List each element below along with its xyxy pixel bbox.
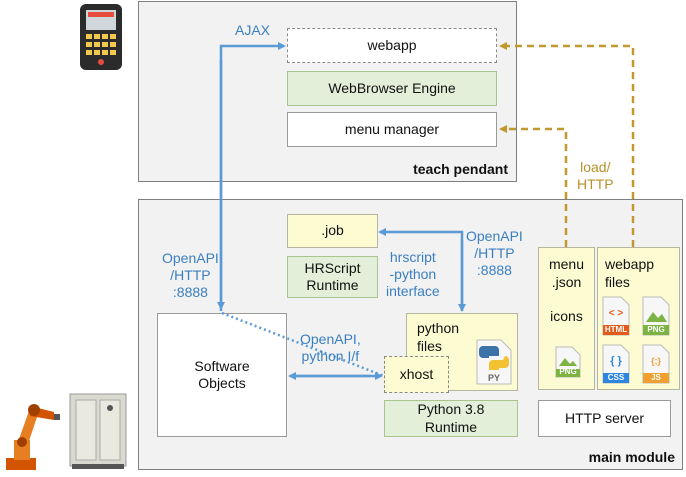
- icons-label: icons: [550, 308, 583, 324]
- load-http-label: load/ HTTP: [577, 159, 614, 193]
- png-label: PNG: [647, 325, 665, 334]
- js-file-icon: {;} JS: [642, 344, 670, 384]
- css-label: CSS: [607, 373, 625, 382]
- load-http-menu-arrow: [499, 125, 568, 247]
- teach-pendant-device-icon: [76, 2, 126, 74]
- png-file-icon: PNG: [642, 296, 670, 336]
- software-objects-box: Software Objects: [157, 313, 287, 437]
- teach-pendant-label: teach pendant: [413, 161, 508, 177]
- openapi-http-left-label: OpenAPI /HTTP :8888: [162, 250, 219, 301]
- html-glyph: < >: [608, 308, 624, 319]
- css-file-icon: { } CSS: [602, 344, 630, 384]
- webapp-box: webapp: [287, 28, 497, 63]
- job-box: .job: [287, 214, 378, 248]
- python-file-icon: PY: [475, 338, 513, 386]
- js-glyph: {;}: [650, 356, 661, 366]
- openapi-http-right-label: OpenAPI /HTTP :8888: [466, 228, 523, 279]
- xhost-box: xhost: [384, 356, 449, 393]
- html-file-icon: < > HTML: [602, 296, 630, 336]
- ajax-label: AJAX: [235, 22, 271, 38]
- png-label-menu: PNG: [559, 367, 577, 376]
- main-module-label: main module: [588, 449, 675, 465]
- html-label: HTML: [604, 325, 628, 334]
- menu-manager-box: menu manager: [287, 112, 497, 147]
- openapi-python-if-label: OpenAPI, python I/f: [300, 331, 361, 365]
- png-icon-menu: PNG: [555, 346, 581, 378]
- python-runtime-box: Python 3.8 Runtime: [384, 400, 518, 437]
- controller-cabinet-icon: [68, 392, 128, 470]
- robot-arm-icon: [0, 392, 62, 472]
- http-server-box: HTTP server: [538, 400, 671, 437]
- menu-json-label: menu .json: [548, 256, 585, 290]
- css-glyph: { }: [610, 355, 622, 367]
- py-label: PY: [487, 373, 500, 383]
- webapp-files-label: webapp files: [605, 256, 655, 290]
- python-files-label: python files: [417, 320, 460, 354]
- webbrowser-engine-box: WebBrowser Engine: [287, 71, 497, 106]
- js-label: JS: [651, 373, 661, 382]
- ajax-arrow: [219, 42, 286, 311]
- dotted-link: [221, 311, 385, 378]
- load-http-webapp-arrow: [499, 42, 635, 247]
- webapp-files-box: webapp files < > HTML PNG { } CSS {;} JS: [597, 247, 680, 390]
- hrscript-python-interface-label: hrscript -python interface: [386, 249, 440, 300]
- menu-json-box: menu .json icons PNG: [538, 247, 595, 390]
- hrscript-runtime-box: HRScript Runtime: [287, 256, 378, 298]
